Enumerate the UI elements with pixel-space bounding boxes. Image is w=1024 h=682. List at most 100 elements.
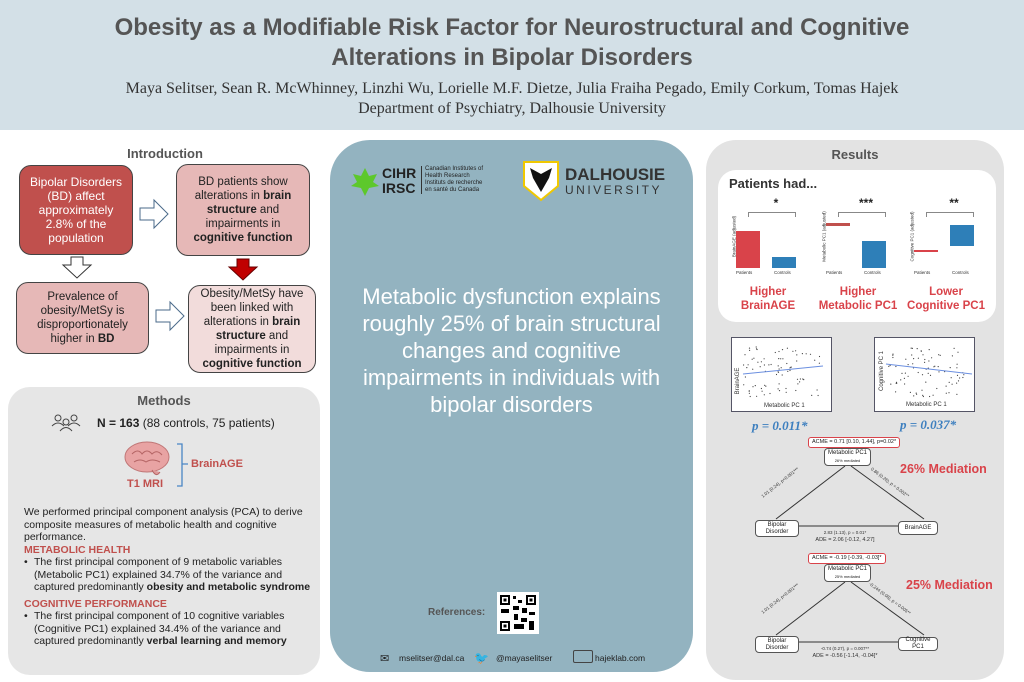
bar-patients	[826, 223, 850, 226]
brainage-label: BrainAGE	[191, 458, 243, 470]
scatter-plots	[742, 346, 973, 398]
scatter-point	[933, 366, 935, 368]
scatter-point	[796, 378, 799, 380]
scatter-point	[748, 392, 750, 394]
scatter-point	[799, 381, 801, 383]
poster-title-line1: Obesity as a Modifiable Risk Factor for …	[114, 14, 910, 41]
scatter-point	[953, 347, 955, 349]
metabolic-health-heading: METABOLIC HEALTH	[24, 543, 131, 556]
scatter-point	[936, 387, 938, 390]
scatter-point	[924, 358, 926, 361]
scatter-point	[746, 367, 748, 369]
dalhousie-name: DALHOUSIE	[565, 165, 666, 184]
scatter-point	[895, 381, 898, 383]
references-qr-code[interactable]	[497, 592, 539, 634]
scatter-point	[752, 386, 754, 388]
methods-text: We performed principal component analysi…	[24, 506, 314, 648]
scatter-point	[754, 385, 756, 387]
scatter-brainage	[731, 337, 832, 412]
scatter-point	[895, 391, 897, 393]
scatter-point	[889, 364, 891, 367]
scatter-point	[949, 367, 951, 369]
scatter-point	[799, 378, 801, 380]
scatter-point	[916, 348, 918, 350]
scatter-point	[945, 385, 947, 387]
scatter-point	[803, 379, 805, 381]
scatter-point	[753, 357, 755, 359]
email-icon: ✉	[380, 653, 390, 665]
acme-label: ACME = -0.19 [-0.39, -0.03]*	[808, 553, 886, 564]
scatter-point	[956, 367, 958, 369]
email-link[interactable]: mselitser@dal.ca	[399, 653, 465, 663]
scatter-point	[796, 360, 798, 362]
scatter-point	[910, 347, 912, 349]
scatter-point	[747, 364, 749, 366]
scatter-point	[781, 374, 783, 376]
scatter-point	[925, 381, 927, 383]
bar-chart: Cognitive PC1 (adjusted) ** Patients Con…	[906, 196, 986, 276]
scatter-point	[777, 365, 779, 367]
scatter-point	[797, 383, 799, 385]
bar-chart: Metabolic PC1 (adjusted) *** Patients Co…	[818, 196, 898, 276]
scatter-point	[765, 385, 767, 387]
dalhousie-crest-logo	[523, 161, 559, 202]
scatter-point	[948, 392, 950, 394]
scatter-point	[816, 389, 818, 391]
scatter-point	[911, 354, 913, 356]
arrow-down-icon	[61, 256, 93, 279]
outcome-node: Cognitive PC1	[898, 637, 938, 651]
outcome-node: BrainAGE	[898, 521, 938, 535]
significance-bracket	[748, 212, 796, 217]
scatter-point	[892, 356, 894, 359]
scatter-point	[817, 394, 819, 397]
scatter-point	[805, 353, 807, 355]
path-c-label: 2.83 (1.13), p = 0.01*	[823, 530, 867, 535]
bar-xlabel: Controls	[864, 270, 881, 275]
scatter-point	[950, 377, 952, 379]
scatter-point	[929, 374, 932, 376]
intro-arrows	[61, 198, 259, 332]
cihr-leaf-logo	[351, 168, 379, 196]
patients-had-heading: Patients had...	[729, 176, 818, 191]
significance-bracket	[926, 212, 974, 217]
introduction-title: Introduction	[127, 146, 203, 161]
scatter-point	[957, 380, 960, 382]
scatter-point	[775, 373, 778, 376]
scatter-point	[769, 392, 771, 395]
scatter-point	[956, 374, 959, 376]
scatter-point	[785, 391, 787, 393]
scatter-point	[927, 372, 929, 374]
bar-xlabel: Controls	[774, 270, 791, 275]
scatter-point	[763, 364, 765, 366]
ade-label: ADE = -0.56 [-1.14, -0.04]*	[812, 653, 878, 659]
exposure-node: Bipolar Disorder	[755, 520, 799, 537]
scatter-point	[763, 394, 765, 396]
results-title: Results	[831, 147, 879, 162]
intro-box-obesity-prevalence: Prevalence of obesity/MetSy is dispropor…	[16, 282, 149, 354]
scatter-point	[743, 364, 745, 366]
scatter-cognitive	[874, 337, 975, 412]
scatter-point	[818, 362, 820, 364]
people-icon	[51, 414, 81, 432]
department: Department of Psychiatry, Dalhousie Univ…	[358, 100, 666, 117]
website-link[interactable]: hajeklab.com	[595, 653, 646, 663]
scatter-point	[814, 359, 816, 361]
scatter-point	[785, 387, 787, 390]
scatter-point	[921, 374, 924, 376]
laptop-icon	[573, 650, 593, 663]
bar-patients	[914, 250, 938, 252]
scatter-point	[903, 377, 905, 379]
arrow-right-icon	[139, 198, 169, 230]
bar-xlabel: Patients	[826, 270, 843, 275]
scatter-point	[778, 390, 781, 392]
cognitive-bullet: The first principal component of 10 cogn…	[24, 610, 314, 648]
scatter-point	[905, 358, 907, 360]
scatter-point	[892, 353, 894, 355]
twitter-handle[interactable]: @mayaselitser	[496, 653, 553, 663]
bar-ylabel: Metabolic PC1 (adjusted)	[821, 211, 827, 262]
scatter-point	[904, 372, 906, 374]
scatter-point	[748, 390, 750, 392]
scatter-point	[744, 376, 746, 378]
bracket	[177, 443, 188, 487]
